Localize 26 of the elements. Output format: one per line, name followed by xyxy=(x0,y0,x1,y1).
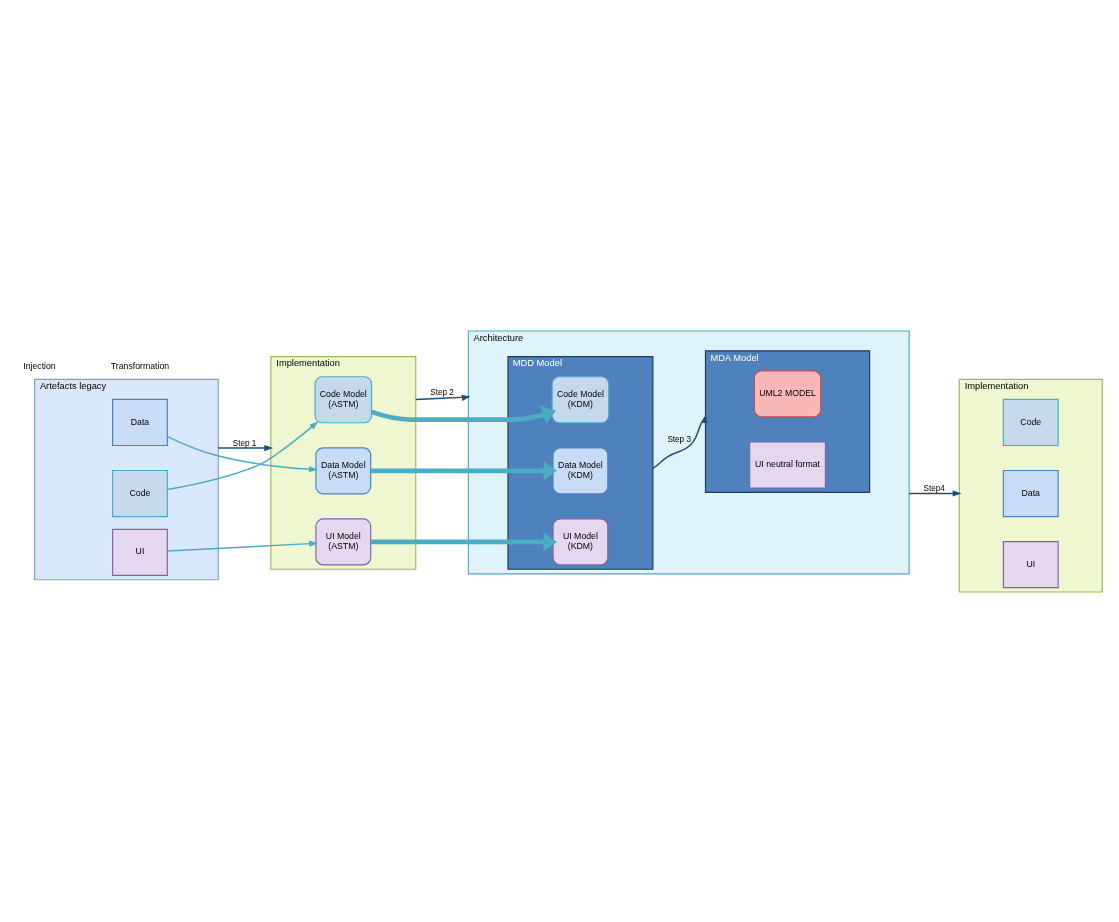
node-box: Code xyxy=(112,469,168,517)
node-box: Data xyxy=(1002,469,1059,517)
arrow xyxy=(415,394,471,401)
legend-label: Injection xyxy=(23,360,56,371)
arrow xyxy=(370,405,556,424)
arrow xyxy=(217,444,274,451)
arrow xyxy=(370,532,557,551)
node-box: UI xyxy=(1002,540,1059,588)
arrow xyxy=(166,420,319,490)
node-box: Data Model (ASTM) xyxy=(315,446,372,494)
node-box: Code xyxy=(1002,398,1059,446)
node-box: UI Model (KDM) xyxy=(552,517,609,565)
legend-label: Transformation xyxy=(110,360,170,371)
node-box: Code Model (KDM) xyxy=(551,375,610,423)
node-box: UML2 MODEL xyxy=(753,369,822,417)
node-box: Code Model (ASTM) xyxy=(314,375,373,423)
arrow xyxy=(166,540,318,552)
node-box: Data xyxy=(112,398,168,446)
arrow xyxy=(652,413,708,469)
arrow xyxy=(166,435,318,472)
node-box: UI neutral format xyxy=(749,440,826,489)
node-box: UI xyxy=(112,528,168,576)
arrow xyxy=(370,460,557,480)
node-box: UI Model (ASTM) xyxy=(315,517,372,565)
node-box: Data Model (KDM) xyxy=(552,446,609,494)
arrow xyxy=(908,490,962,497)
